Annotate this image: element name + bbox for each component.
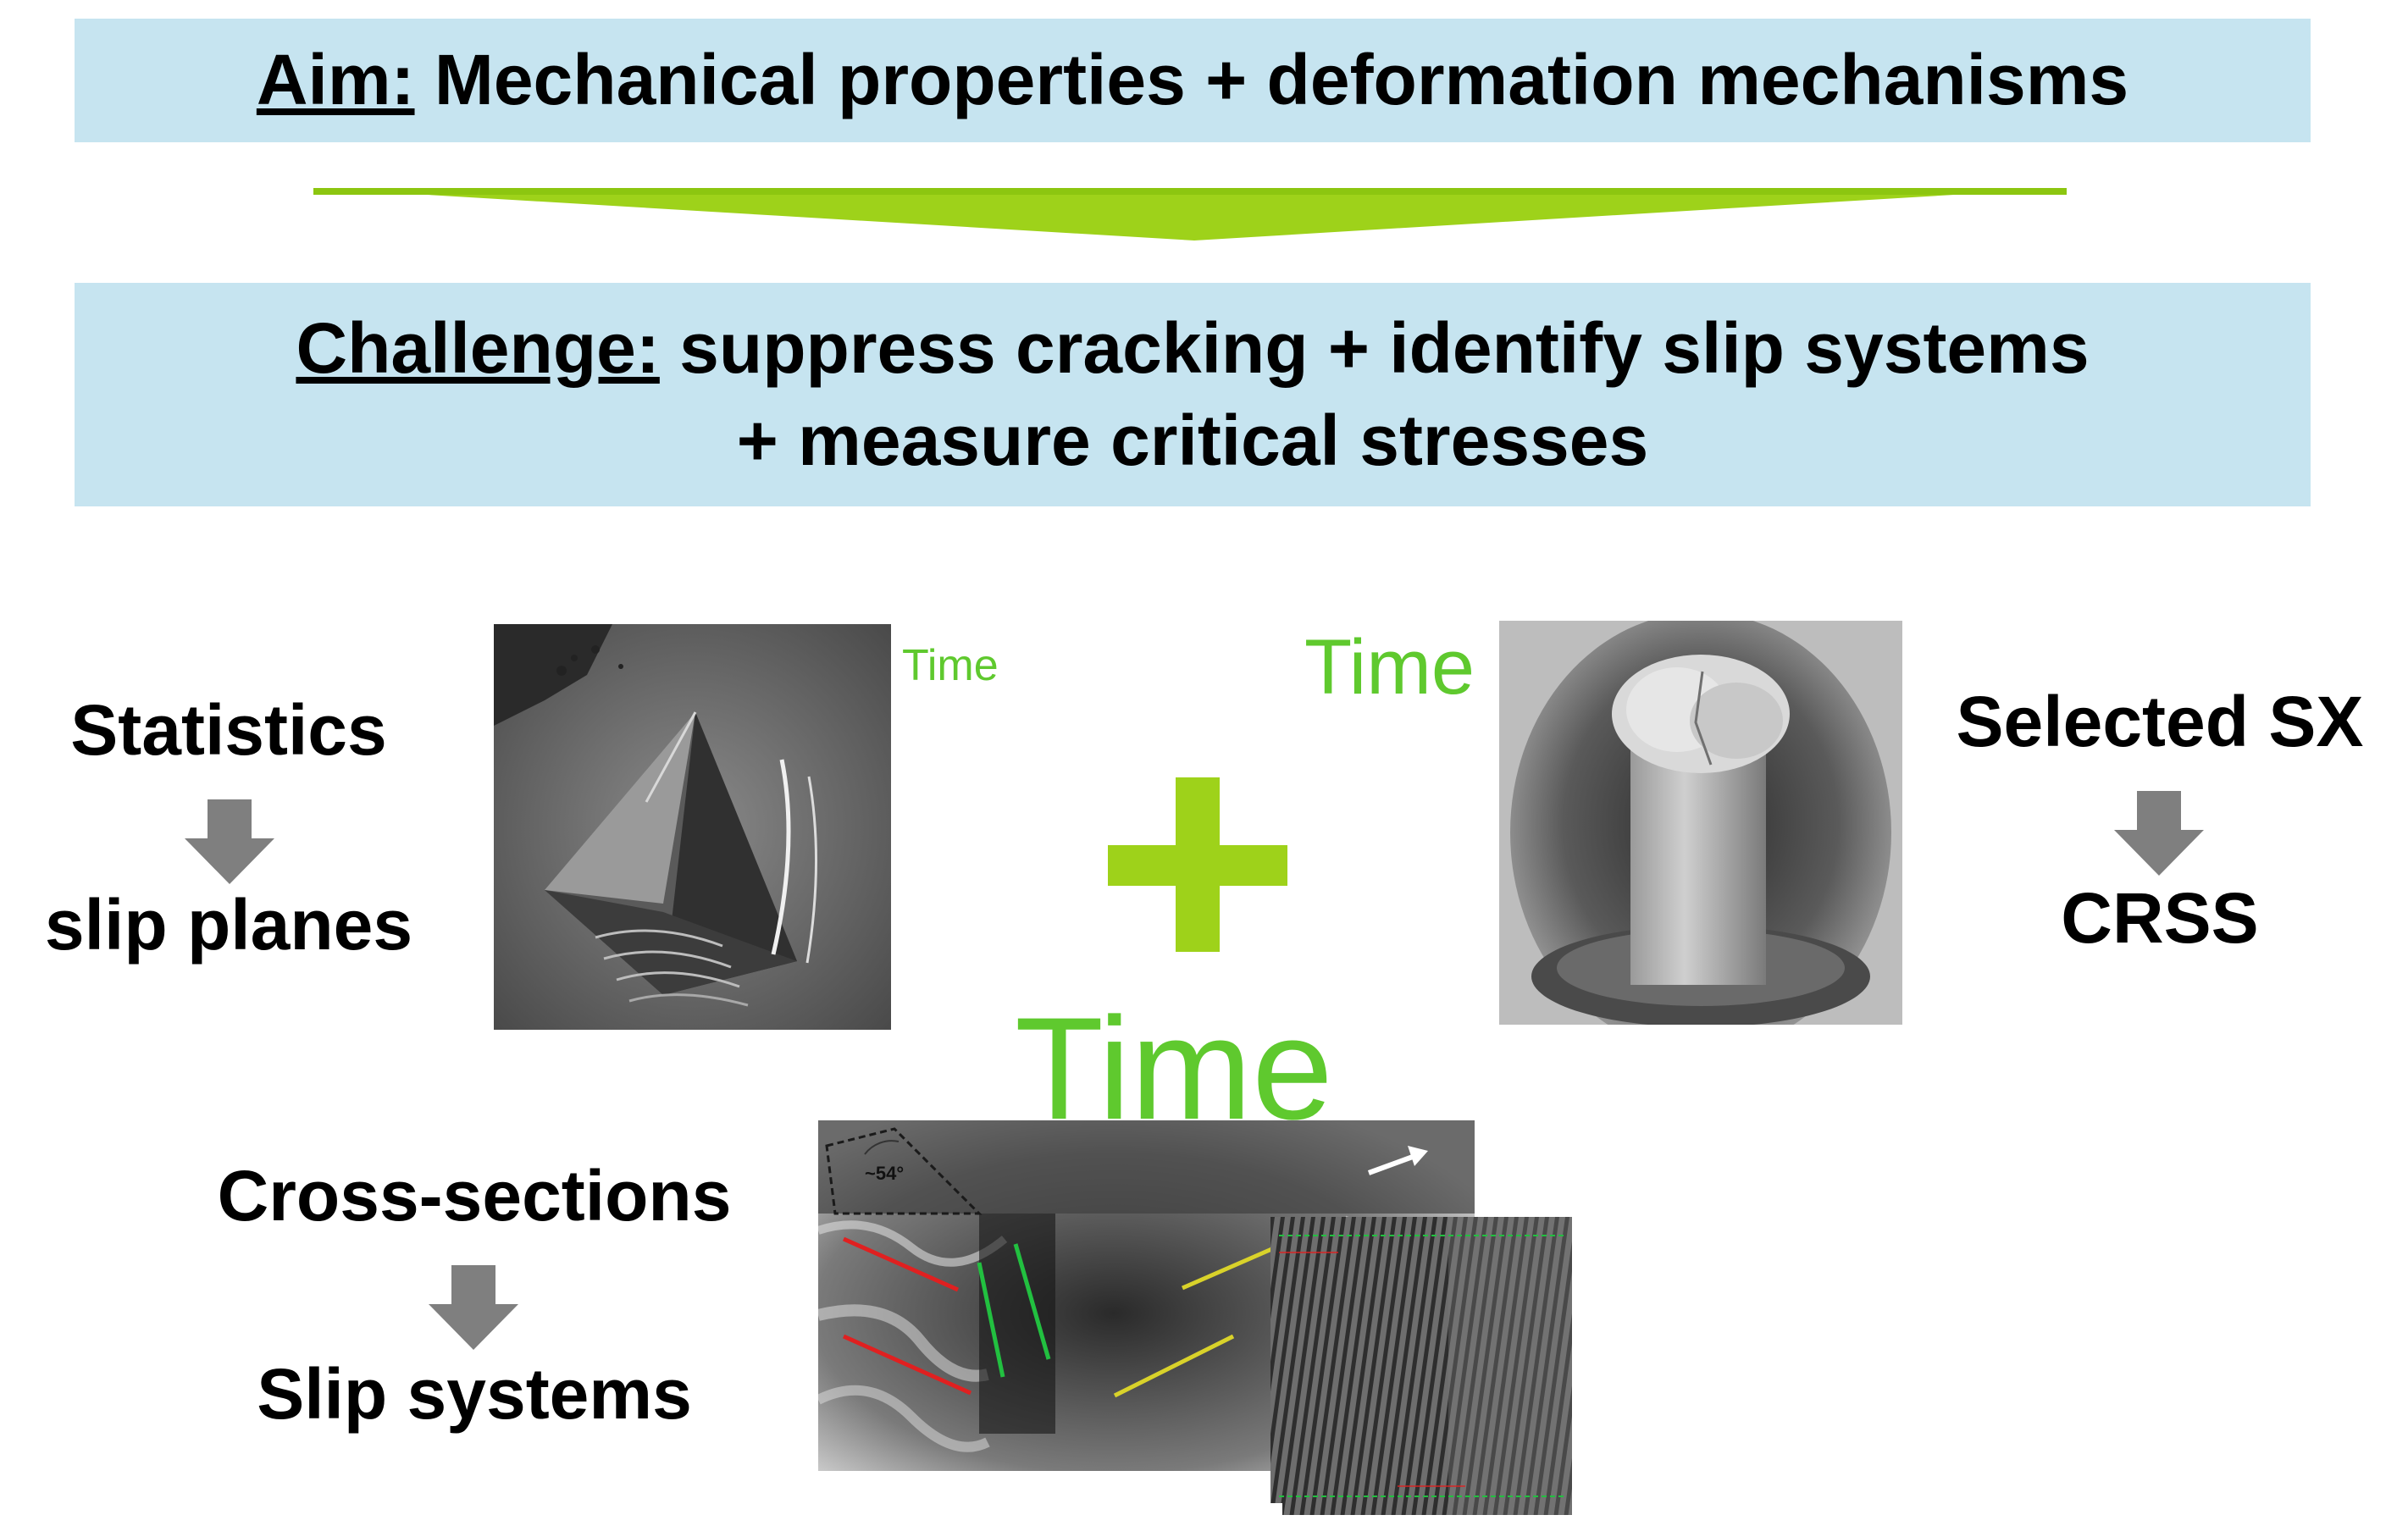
micropillar-sem-image bbox=[1499, 621, 1902, 1025]
challenge-line-1: Challenge: suppress cracking + identify … bbox=[296, 302, 2089, 395]
tem-angle-label: ~54° bbox=[865, 1163, 904, 1184]
indent-sem-image bbox=[494, 624, 891, 1030]
aim-lead: Aim: bbox=[256, 40, 415, 120]
hrtem-lattice-image bbox=[1270, 1217, 1572, 1515]
down-arrow-icon bbox=[429, 1265, 518, 1350]
down-arrow-icon bbox=[185, 799, 274, 884]
challenge-line-2: + measure critical stresses bbox=[736, 401, 1649, 480]
challenge-lead: Challenge: bbox=[296, 307, 660, 388]
cross-sections-label: Cross-sections bbox=[217, 1156, 732, 1236]
aim-line: Aim: Mechanical properties + deformation… bbox=[257, 34, 2128, 126]
time-label-large: Time bbox=[1015, 987, 1333, 1150]
time-label-small: Time bbox=[902, 641, 999, 690]
aim-text: Mechanical properties + deformation mech… bbox=[414, 40, 2129, 120]
challenge-banner: Challenge: suppress cracking + identify … bbox=[75, 283, 2311, 506]
white-arrow-icon bbox=[1408, 1146, 1428, 1166]
slip-planes-label: slip planes bbox=[44, 885, 413, 965]
time-label-medium: Time bbox=[1304, 624, 1475, 710]
plus-icon bbox=[1108, 777, 1287, 952]
slip-systems-label: Slip systems bbox=[257, 1354, 692, 1434]
statistics-label: Statistics bbox=[70, 690, 387, 770]
chevron-down-icon bbox=[313, 188, 2067, 241]
down-arrow-icon bbox=[2114, 791, 2204, 876]
selected-sx-label: Selected SX bbox=[1956, 682, 2364, 761]
challenge-text-1: suppress cracking + identify slip system… bbox=[659, 307, 2090, 388]
aim-banner: Aim: Mechanical properties + deformation… bbox=[75, 19, 2311, 142]
crss-label: CRSS bbox=[2061, 878, 2259, 958]
